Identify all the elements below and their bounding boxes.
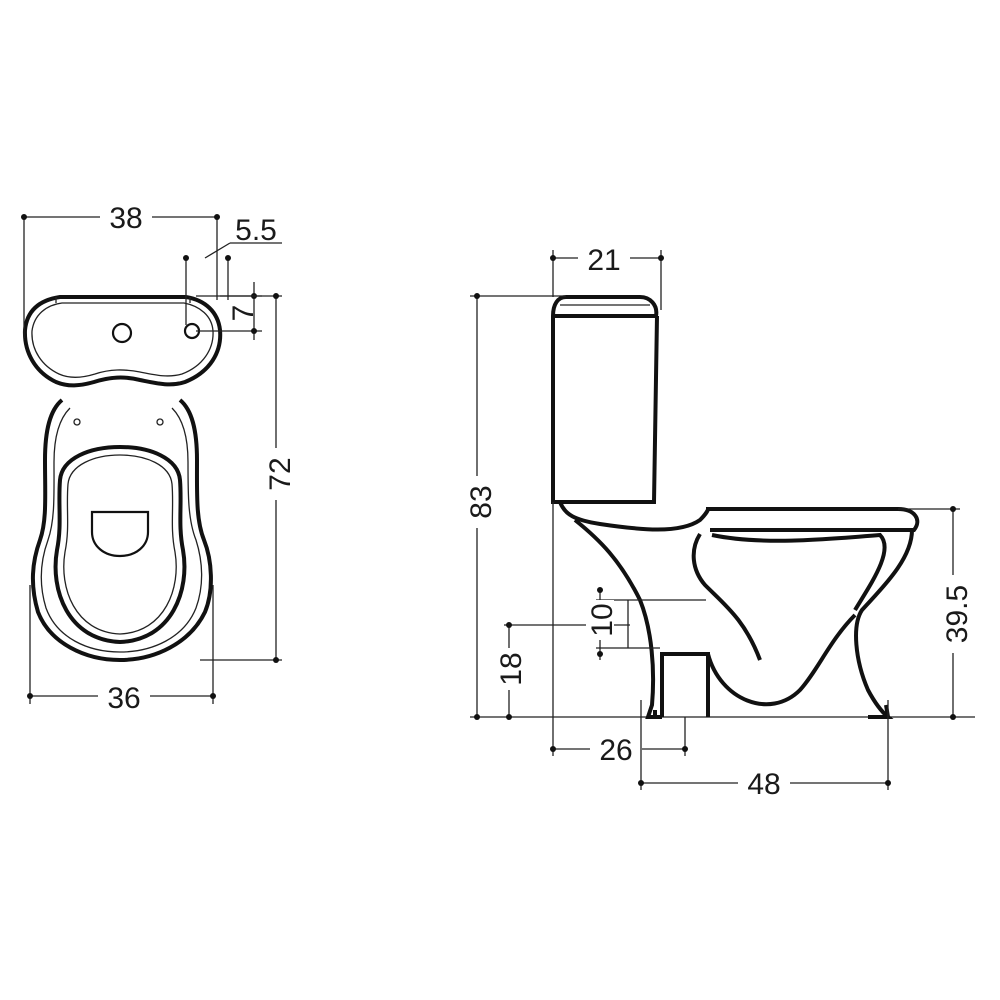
dim-83: 83	[462, 293, 566, 720]
dim-21-label: 21	[587, 244, 620, 277]
seat-ring-inner	[63, 454, 177, 635]
side-bowl-rim	[558, 501, 710, 532]
hinge-hole-left	[73, 418, 81, 426]
top-outlet-shape	[90, 510, 150, 558]
dim-38: 38	[21, 200, 220, 338]
dim-7-label: 7	[227, 305, 260, 322]
side-trapway	[706, 613, 857, 707]
dim-83-label: 83	[465, 485, 498, 518]
dim-18: 18	[495, 622, 630, 720]
top-bowl-inner	[40, 407, 203, 653]
dim-5-5-label: 5.5	[235, 214, 277, 247]
side-seat	[706, 507, 920, 532]
side-view: 21 83 39.5 18	[462, 242, 975, 801]
dim-7: 7	[196, 282, 262, 340]
dim-10-label: 10	[586, 603, 619, 636]
flush-button-circle	[111, 322, 133, 344]
dim-36: 36	[27, 585, 216, 715]
dim-39-5: 39.5	[898, 506, 974, 720]
top-cistern-lid-notch	[55, 297, 191, 303]
dim-26-label: 26	[599, 734, 632, 767]
dim-72-label: 72	[264, 457, 297, 490]
dim-10: 10	[586, 587, 706, 660]
dim-39-5-label: 39.5	[941, 585, 974, 643]
dim-72: 72	[200, 293, 297, 663]
side-bowl-inner	[691, 532, 762, 661]
top-bowl-outline	[30, 398, 213, 663]
dim-48: 48	[638, 700, 891, 801]
side-cistern-body	[551, 315, 659, 504]
dim-26: 26	[550, 502, 688, 767]
dim-21: 21	[550, 242, 664, 310]
side-bowl-wall	[711, 532, 887, 612]
dim-38-label: 38	[109, 202, 142, 235]
dim-18-label: 18	[495, 652, 528, 685]
dim-36-label: 36	[107, 682, 140, 715]
side-cistern-lid	[550, 295, 659, 318]
dim-48-label: 48	[747, 768, 780, 801]
side-outlet	[660, 652, 710, 717]
hinge-hole-right	[156, 418, 164, 426]
seat-ring-outer	[53, 444, 187, 645]
side-bowl-front	[854, 529, 914, 719]
side-pedestal-front	[653, 704, 890, 718]
dim-5-5: 5.5	[183, 214, 282, 325]
top-view: 38 5.5 7	[21, 200, 297, 715]
